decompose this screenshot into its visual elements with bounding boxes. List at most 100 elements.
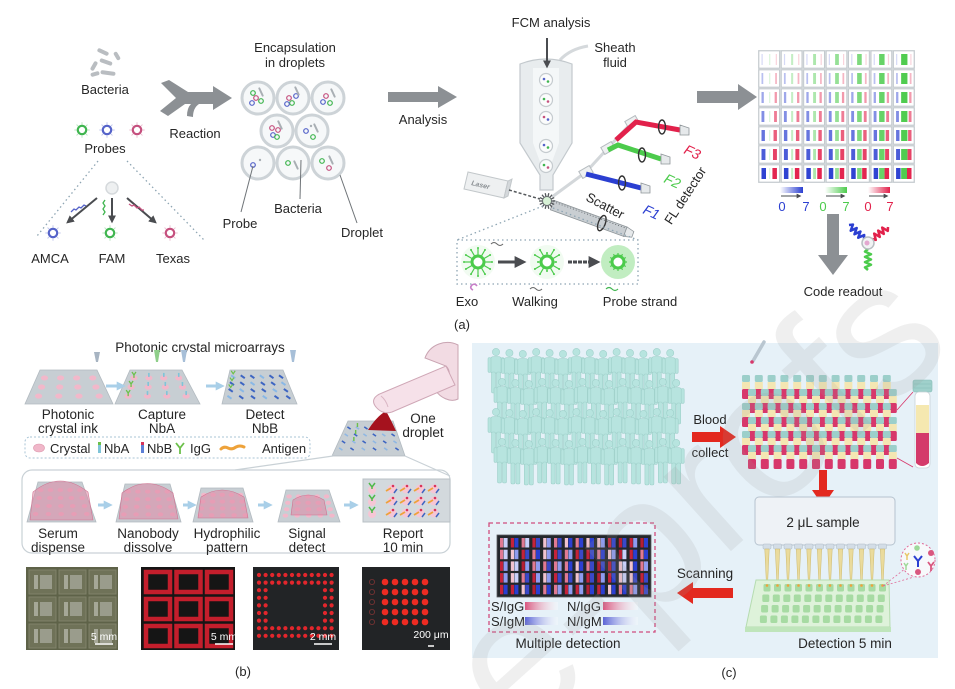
nbb-icon (260, 381, 266, 386)
fluorescent-dot (401, 608, 409, 616)
code-cell (893, 88, 915, 107)
igg-icon (368, 482, 376, 489)
nbb-icon (383, 447, 388, 451)
green-code-bar (791, 168, 794, 179)
nbb-icon (351, 440, 356, 444)
head (492, 408, 500, 416)
tube-cap (818, 403, 827, 410)
code-readout-label: Code readout (804, 284, 883, 299)
fluorescent-dot (329, 595, 334, 600)
plate-well (825, 594, 833, 602)
fluorescent-dot (270, 580, 275, 585)
unlabeled-probe-icon (105, 181, 119, 195)
leg (550, 462, 556, 485)
serum-droplet (290, 494, 328, 516)
igm-signal-bar (536, 561, 540, 571)
plate-well (845, 605, 853, 613)
tip-mount (846, 543, 856, 550)
probe-callout-label: Probe (223, 216, 258, 231)
crystal-spot-array (70, 602, 82, 616)
tube-cap (806, 403, 814, 410)
fluorescent-dot (256, 595, 262, 600)
red-code-bar (843, 54, 845, 65)
head (612, 408, 621, 416)
tube-cap (888, 389, 897, 396)
tube-cap (767, 431, 776, 438)
tube-cap (748, 417, 756, 424)
fluorescent-dot (256, 588, 262, 593)
red-code-bar (840, 149, 845, 160)
legend-n-igm: N/IgM (567, 614, 602, 629)
plasma-layer (754, 410, 763, 417)
blue-code-bar (828, 149, 833, 160)
code-cell (848, 69, 870, 88)
probe-icon (99, 122, 115, 138)
sorted-droplet (538, 92, 554, 108)
probe-dot (542, 115, 546, 119)
prep-step-2-line2: NbA (149, 421, 175, 436)
red-code-bar (795, 149, 800, 160)
micrograph-background (141, 567, 235, 650)
plate-well (770, 615, 778, 623)
leg (515, 462, 521, 485)
green-code-bar (769, 168, 771, 179)
tube-cap (793, 375, 802, 382)
process-step-slide (115, 483, 182, 523)
fluorescent-dot (263, 603, 268, 608)
process-step-slide (26, 480, 97, 523)
f2-filter-ring (637, 147, 647, 163)
arm (541, 418, 545, 434)
igg-signal-bar (597, 573, 601, 583)
plate-well (855, 605, 863, 613)
code-cell (848, 126, 870, 145)
leg (671, 462, 677, 485)
blue-code-bar (851, 130, 855, 141)
code-cell (825, 88, 848, 107)
plate-well (816, 584, 823, 592)
bacterium-rod (328, 155, 334, 165)
crystal-spot (178, 384, 187, 390)
arm (581, 418, 586, 434)
red-code-bar (887, 54, 890, 65)
red-code-bar (797, 92, 800, 103)
crystal-spot (329, 513, 335, 518)
plasma-layer (863, 424, 872, 431)
f2-emission-beam (606, 142, 662, 162)
syringe-icon (750, 340, 766, 364)
plate-well (761, 605, 769, 613)
nbb-icon (435, 512, 440, 518)
arm (487, 417, 492, 433)
head (538, 438, 547, 446)
crystal-bead (401, 508, 411, 518)
blue-code-bar (783, 130, 788, 141)
strand-squiggle-icon (490, 242, 504, 246)
marker-bar (64, 575, 68, 589)
tube-cap (806, 431, 814, 438)
igg-signal-bar (564, 573, 568, 583)
green-code-bar (901, 54, 908, 65)
blood-tube (863, 445, 872, 469)
marker-bar (64, 629, 68, 643)
droplet-shell (240, 145, 276, 181)
fluorescent-dot (256, 603, 262, 608)
head (498, 378, 506, 386)
igg-signal-bar (510, 584, 514, 595)
blood-tube (888, 445, 897, 469)
crystal-spot-array (40, 575, 52, 589)
igm-signal-bar (536, 584, 540, 595)
torso (509, 387, 522, 405)
tube-cap (870, 375, 878, 382)
igg-signal-bar (543, 573, 547, 583)
nba-icon (185, 391, 187, 396)
blood-layer (837, 459, 846, 469)
antibody-y-icon (913, 555, 923, 567)
antigen-icon (413, 487, 420, 492)
code-cell-box (781, 88, 803, 107)
nbb-icon (381, 433, 386, 437)
labeling-arrow-amca (66, 197, 98, 224)
arm (520, 449, 525, 465)
code-cell (781, 50, 803, 69)
red-code-bar (862, 168, 867, 179)
tube-cap (882, 375, 891, 382)
antibody-y-icon (904, 552, 910, 560)
